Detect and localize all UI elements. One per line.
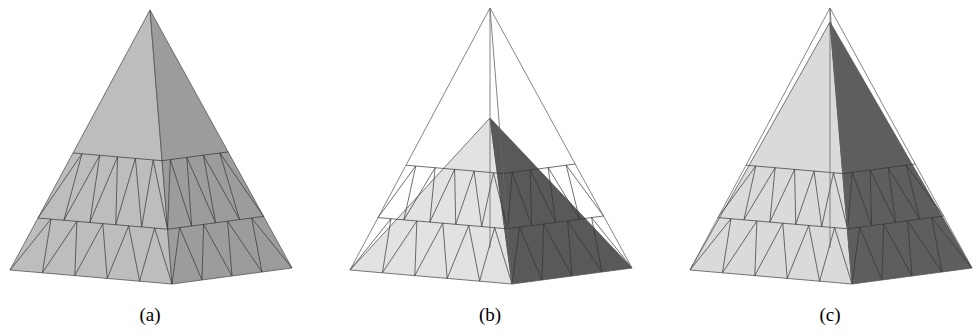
right-face xyxy=(830,22,972,284)
right-face xyxy=(490,118,632,284)
panel-label: (a) xyxy=(139,304,160,326)
pyramid xyxy=(10,10,292,284)
pyramid xyxy=(350,8,632,284)
panel-label: (b) xyxy=(479,304,501,326)
triangle-mesh xyxy=(10,152,292,284)
original-outline xyxy=(690,8,972,284)
triangle-mesh xyxy=(350,164,632,284)
original-outline xyxy=(350,8,632,284)
left-face xyxy=(690,22,852,284)
right-face xyxy=(150,10,292,284)
panel-label: (c) xyxy=(819,304,840,326)
left-face xyxy=(350,118,512,284)
left-face xyxy=(10,10,172,284)
triangle-mesh xyxy=(690,164,972,284)
pyramid xyxy=(690,8,972,284)
